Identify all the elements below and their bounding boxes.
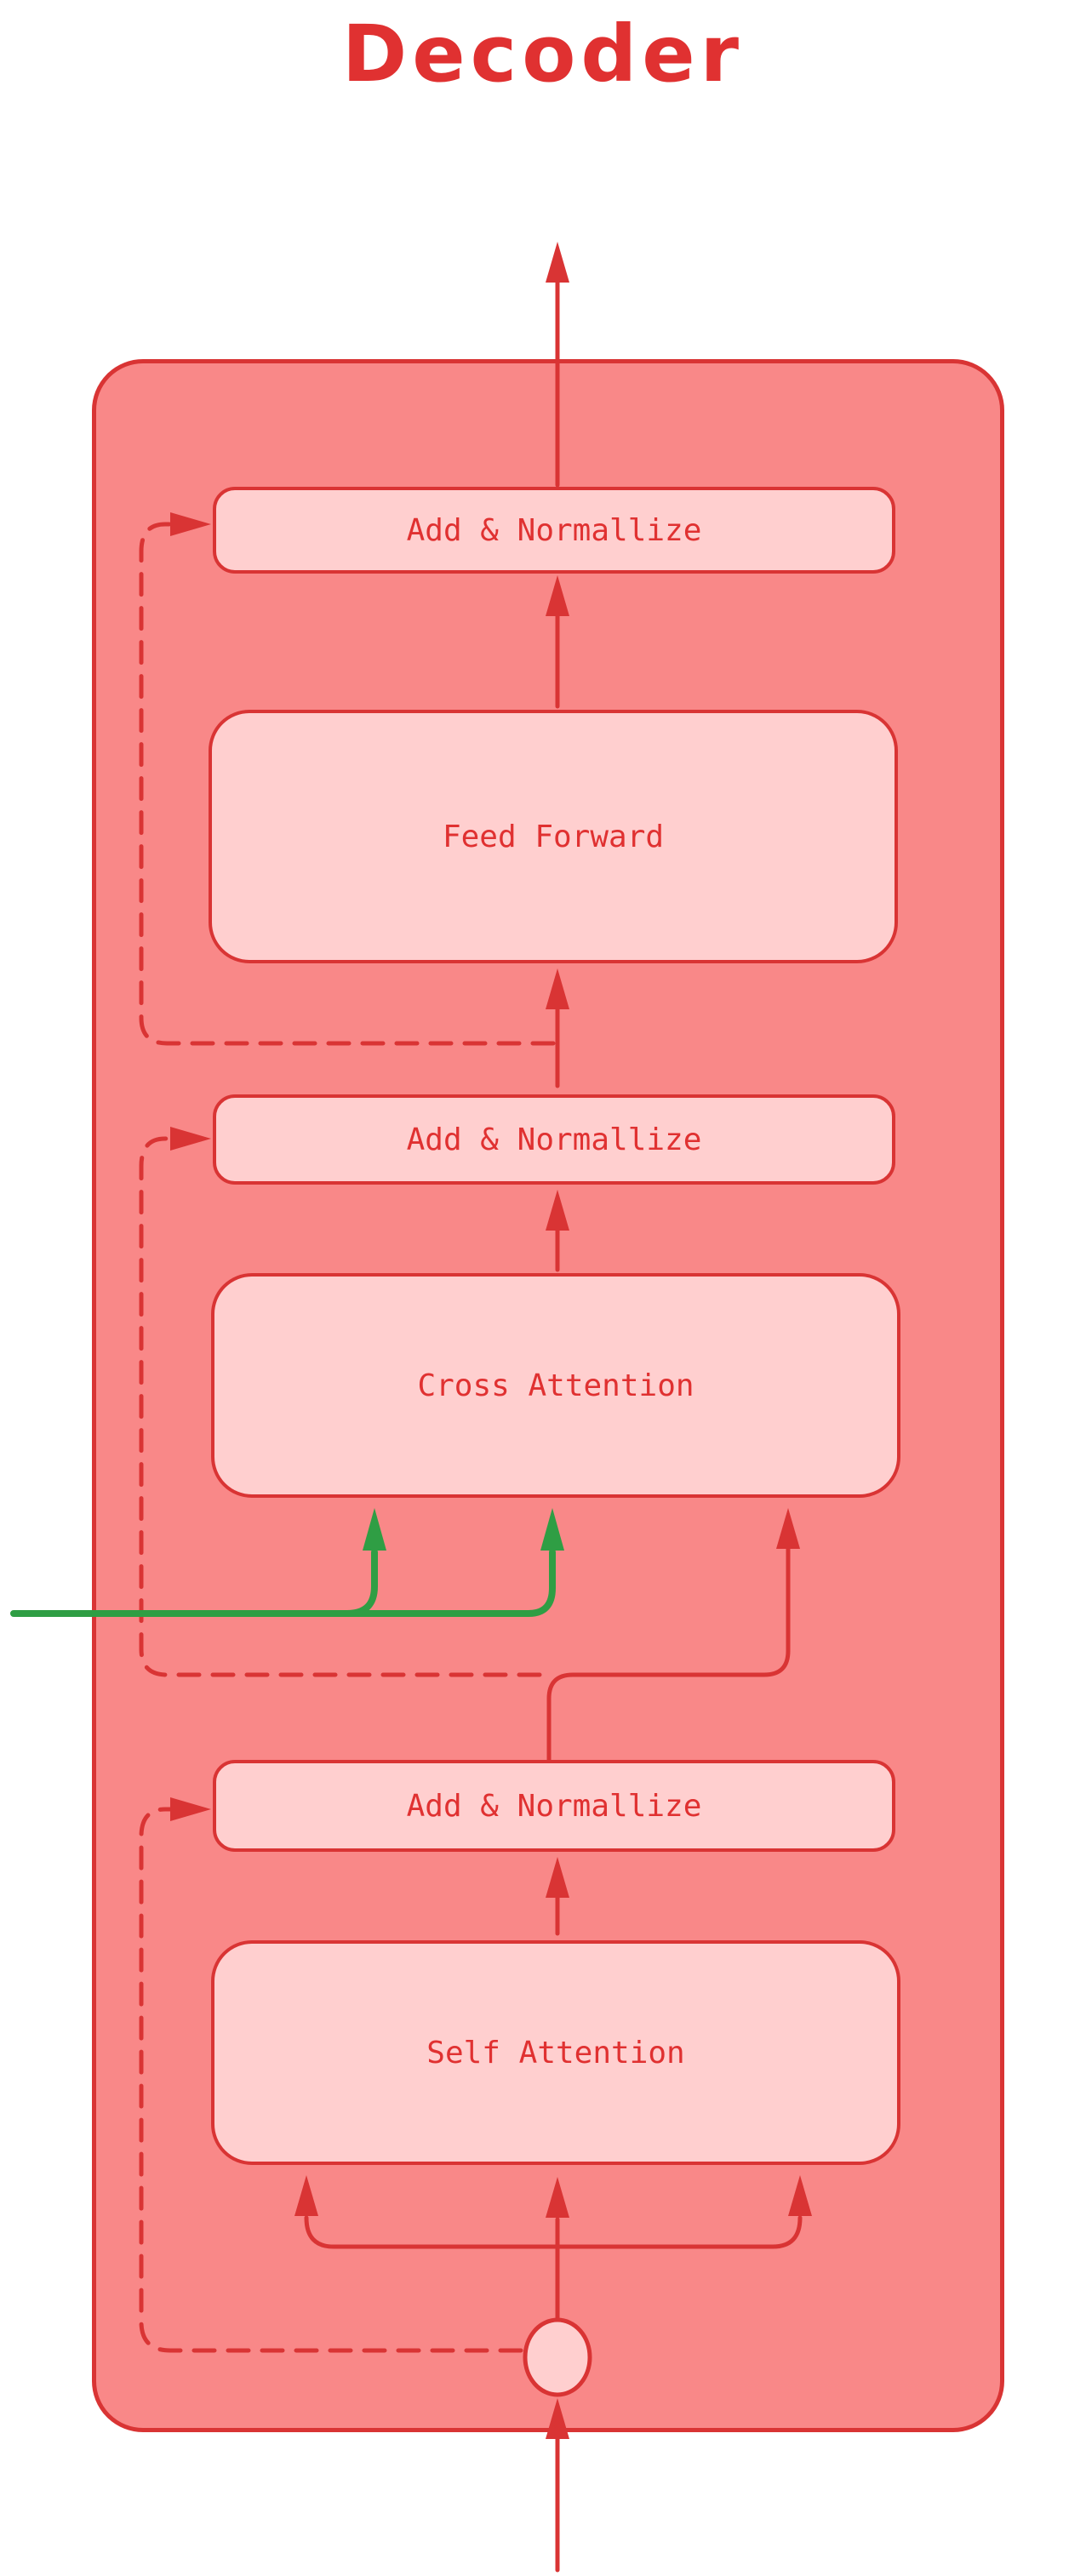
- block-label: Cross Attention: [417, 1368, 694, 1403]
- block-label: Add & Normallize: [406, 1122, 702, 1157]
- block-add-normalize-bottom: Add & Normallize: [213, 1760, 895, 1852]
- block-label: Self Attention: [426, 2035, 685, 2071]
- block-feed-forward: Feed Forward: [209, 710, 898, 963]
- block-label: Add & Normallize: [406, 512, 702, 548]
- block-cross-attention: Cross Attention: [211, 1273, 900, 1498]
- block-label: Feed Forward: [442, 819, 665, 854]
- output-arrowhead: [546, 242, 569, 283]
- page-title: Decoder: [341, 9, 745, 100]
- block-add-normalize-middle: Add & Normallize: [213, 1094, 895, 1185]
- block-add-normalize-top: Add & Normallize: [213, 487, 895, 574]
- block-label: Add & Normallize: [406, 1788, 702, 1824]
- block-self-attention: Self Attention: [211, 1940, 900, 2165]
